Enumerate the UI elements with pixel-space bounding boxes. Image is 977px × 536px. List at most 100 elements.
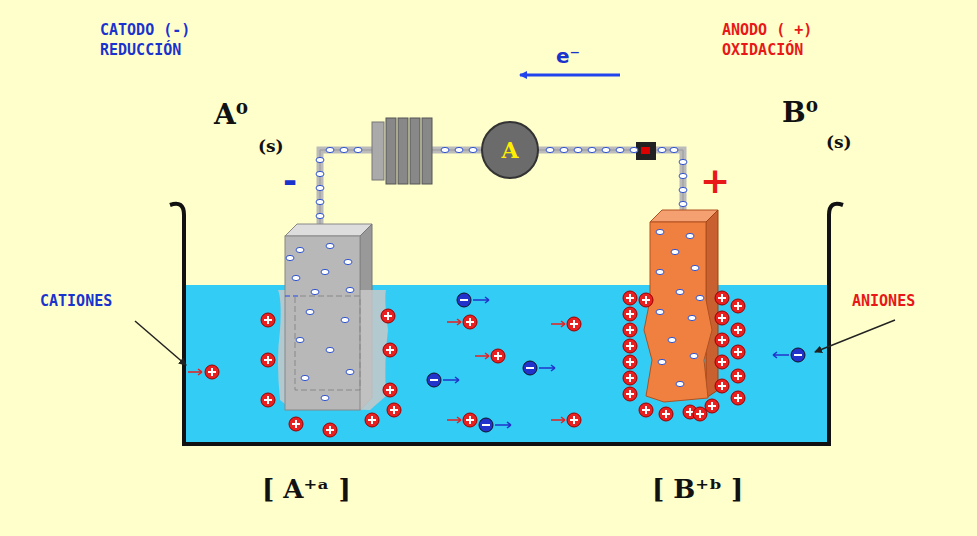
electron-dot bbox=[696, 295, 704, 300]
cation-symbol bbox=[705, 399, 719, 413]
electron-dot bbox=[311, 289, 319, 294]
cation-symbol bbox=[715, 355, 729, 369]
electron-dot bbox=[296, 247, 304, 252]
cation-symbol bbox=[463, 413, 477, 427]
electron-dot bbox=[341, 317, 349, 322]
electron-dot bbox=[588, 147, 596, 152]
cation-sign bbox=[734, 394, 742, 402]
cation-symbol bbox=[715, 291, 729, 305]
cation-sign bbox=[718, 358, 726, 366]
electron-dot bbox=[354, 147, 362, 152]
electron-dot bbox=[316, 157, 324, 162]
cation-sign bbox=[642, 406, 650, 414]
electron-dot bbox=[316, 199, 324, 204]
cation-sign bbox=[326, 426, 334, 434]
cation-sign bbox=[718, 382, 726, 390]
cation-symbol bbox=[567, 317, 581, 331]
electron-dot bbox=[691, 265, 699, 270]
cation-sign bbox=[368, 416, 376, 424]
electron-dot bbox=[326, 347, 334, 352]
cation-symbol bbox=[715, 311, 729, 325]
electron-dot bbox=[346, 287, 354, 292]
cation-symbol bbox=[289, 417, 303, 431]
anion-sign bbox=[482, 424, 490, 426]
cation-sign bbox=[734, 326, 742, 334]
cation-symbol bbox=[383, 343, 397, 357]
electron-dot bbox=[286, 255, 294, 260]
cation-sign bbox=[386, 386, 394, 394]
cation-sign bbox=[734, 348, 742, 356]
anion-symbol bbox=[479, 418, 493, 432]
cation-symbol bbox=[623, 339, 637, 353]
cation-symbol bbox=[731, 391, 745, 405]
cation-sign bbox=[466, 416, 474, 424]
electron-dot bbox=[676, 381, 684, 386]
ammeter-letter: A bbox=[501, 137, 518, 163]
cation-symbol bbox=[715, 333, 729, 347]
text-label: - bbox=[283, 160, 297, 200]
cation-symbol bbox=[623, 355, 637, 369]
ion-motion-arrow bbox=[773, 352, 789, 358]
cation-sign bbox=[626, 374, 634, 382]
cation-symbol bbox=[387, 403, 401, 417]
cation-sign bbox=[390, 406, 398, 414]
electron-dot bbox=[630, 147, 638, 152]
text-label: B⁰ bbox=[782, 96, 818, 129]
cation-sign bbox=[292, 420, 300, 428]
electron-dot bbox=[296, 337, 304, 342]
cation-sign bbox=[466, 318, 474, 326]
cation-symbol bbox=[623, 291, 637, 305]
cation-sign bbox=[718, 294, 726, 302]
electron-dot bbox=[316, 185, 324, 190]
cation-sign bbox=[494, 352, 502, 360]
text-label: ANIONES bbox=[852, 292, 915, 310]
cation-symbol bbox=[261, 313, 275, 327]
anion-sign bbox=[794, 354, 802, 356]
cation-symbol bbox=[731, 345, 745, 359]
anion-sign bbox=[526, 367, 534, 369]
electron-dot bbox=[292, 275, 300, 280]
cation-sign bbox=[264, 356, 272, 364]
anion-symbol bbox=[427, 373, 441, 387]
electron-dot bbox=[658, 147, 666, 152]
leader-line bbox=[815, 320, 895, 352]
cation-symbol bbox=[623, 387, 637, 401]
cation-sign bbox=[264, 396, 272, 404]
cation-symbol bbox=[623, 371, 637, 385]
text-label: ANODO ( +) OXIDACIÓN bbox=[722, 20, 842, 61]
electron-dot bbox=[686, 233, 694, 238]
electron-dot bbox=[326, 147, 334, 152]
anion-symbol bbox=[457, 293, 471, 307]
electron-dot bbox=[321, 269, 329, 274]
anode-electrode bbox=[644, 210, 718, 402]
ion-motion-arrow bbox=[447, 319, 461, 325]
electron-dot bbox=[688, 315, 696, 320]
electron-dot bbox=[574, 147, 582, 152]
cation-sign bbox=[696, 410, 704, 418]
leader-line bbox=[135, 321, 186, 365]
cation-symbol bbox=[639, 293, 653, 307]
electron-dot bbox=[690, 353, 698, 358]
ion-motion-arrow bbox=[188, 369, 202, 375]
electron-dot bbox=[679, 159, 687, 164]
cation-symbol bbox=[261, 393, 275, 407]
text-label: [ A⁺ᵃ ] bbox=[262, 474, 351, 504]
electron-dot bbox=[455, 147, 463, 152]
cation-sign bbox=[626, 326, 634, 334]
cation-sign bbox=[626, 310, 634, 318]
ion-motion-arrow bbox=[443, 377, 459, 383]
ion-motion-arrow bbox=[473, 297, 489, 303]
electron-flow-arrow bbox=[520, 74, 620, 77]
electron-dot bbox=[679, 201, 687, 206]
cation-sign bbox=[642, 296, 650, 304]
cation-sign bbox=[734, 372, 742, 380]
electron-dot bbox=[676, 289, 684, 294]
text-label: + bbox=[700, 160, 730, 201]
cation-symbol bbox=[205, 365, 219, 379]
cation-symbol bbox=[731, 299, 745, 313]
electron-dot bbox=[546, 147, 554, 152]
cation-symbol bbox=[715, 379, 729, 393]
electron-dot bbox=[668, 337, 676, 342]
cation-symbol bbox=[639, 403, 653, 417]
